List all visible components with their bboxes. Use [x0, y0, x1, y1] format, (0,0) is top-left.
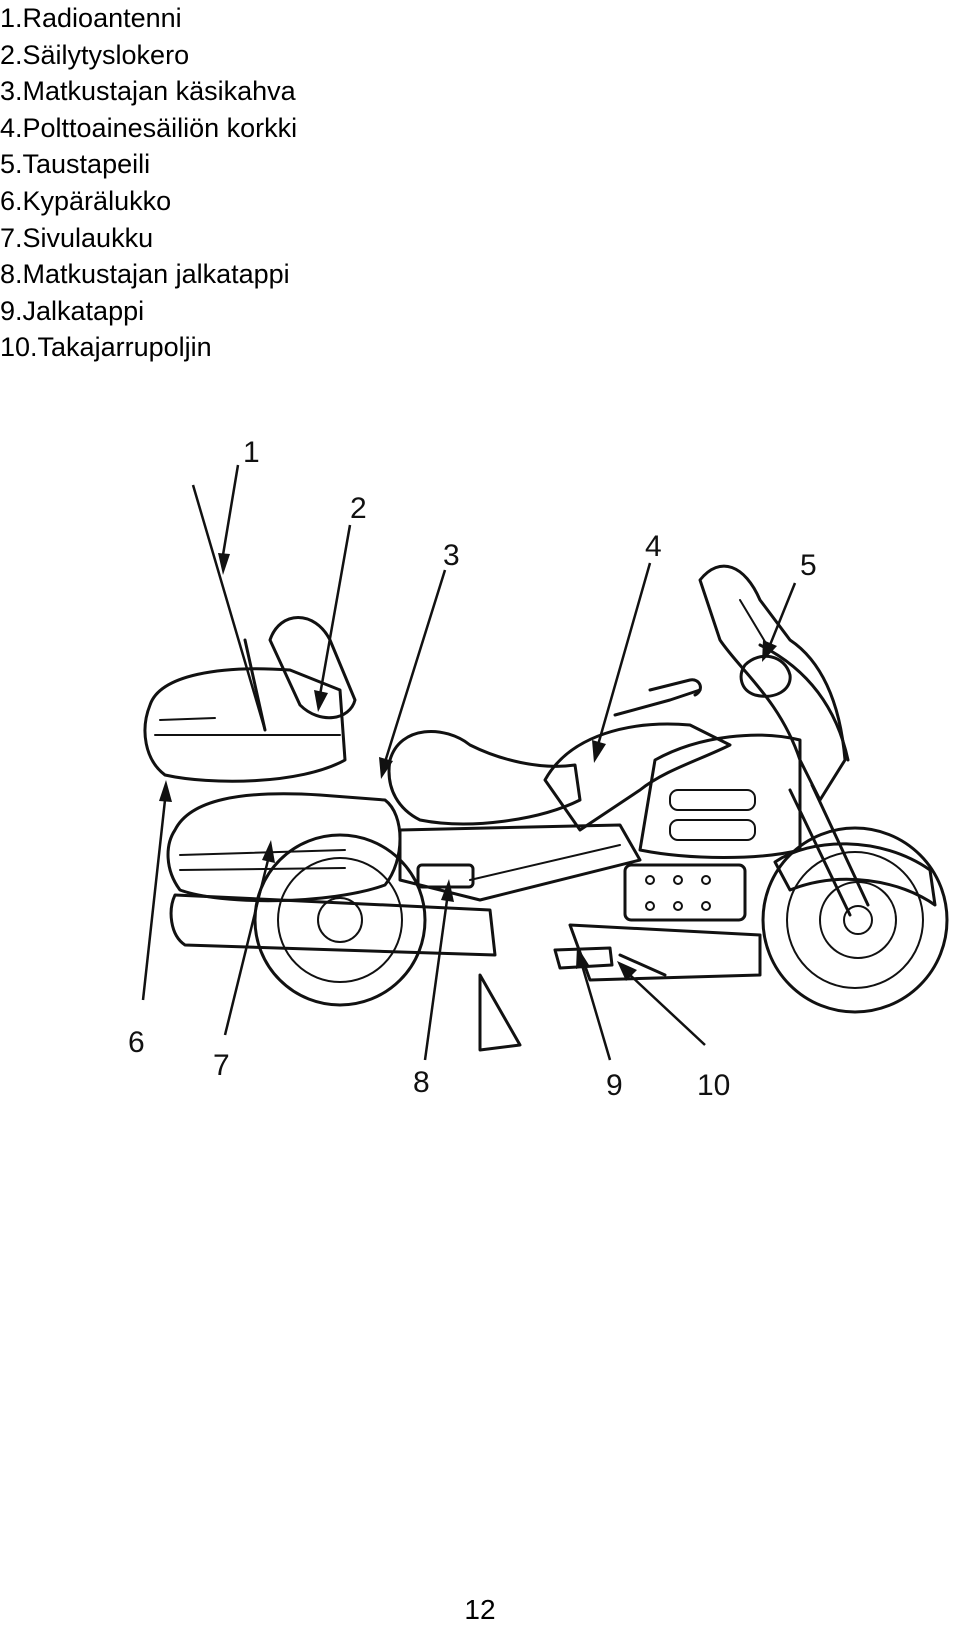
parts-legend: 1.Radioantenni 2.Säilytyslokero 3.Matkus… — [0, 0, 297, 366]
legend-item-passenger-grab-handle: 3.Matkustajan käsikahva — [0, 76, 296, 107]
legend-item-fuel-cap: 4.Polttoainesäiliön korkki — [0, 112, 298, 143]
motorcycle-diagram: 1 2 3 4 5 6 7 8 9 10 — [128, 436, 949, 1102]
callout-8: 8 — [413, 1066, 430, 1099]
page-number: 12 — [464, 1594, 496, 1625]
callout-10: 10 — [697, 1069, 730, 1102]
callout-7: 7 — [213, 1049, 230, 1082]
callout-6: 6 — [128, 1026, 145, 1059]
legend-item-radio-antenna: 1.Radioantenni — [0, 3, 182, 33]
legend-item-rear-brake-pedal: 10.Takajarrupoljin — [0, 332, 212, 363]
callout-numbers: 1 2 3 4 5 6 7 8 9 10 — [128, 436, 817, 1102]
callout-5: 5 — [800, 549, 817, 582]
callout-4: 4 — [645, 530, 662, 563]
callout-3: 3 — [443, 539, 460, 572]
legend-item-helmet-lock: 6.Kypärälukko — [0, 185, 172, 216]
callout-leaders — [141, 464, 797, 1061]
legend-item-storage-compartment: 2.Säilytyslokero — [0, 39, 190, 70]
callout-1: 1 — [243, 436, 260, 469]
callout-9: 9 — [606, 1069, 623, 1102]
legend-item-saddlebag: 7.Sivulaukku — [0, 222, 154, 253]
motorcycle-illustration — [143, 564, 949, 1052]
legend-item-passenger-footpeg: 8.Matkustajan jalkatappi — [0, 259, 290, 290]
legend-item-rear-view-mirror: 5.Taustapeili — [0, 149, 151, 180]
callout-2: 2 — [350, 492, 367, 525]
legend-item-footpeg: 9.Jalkatappi — [0, 295, 145, 326]
